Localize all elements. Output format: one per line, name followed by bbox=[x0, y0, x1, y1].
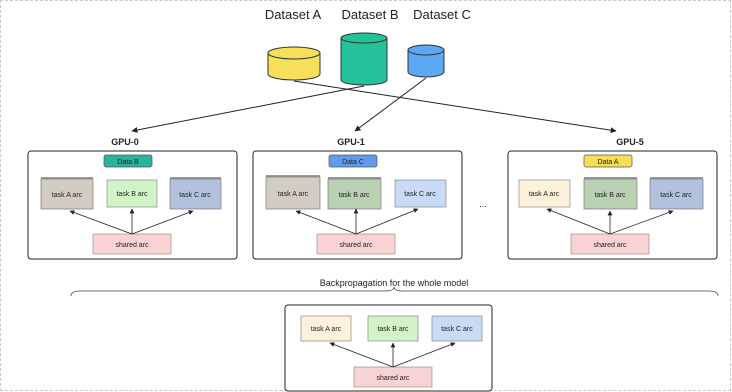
more-gpus-ellipsis: ... bbox=[479, 199, 487, 209]
gpu5-title: GPU-5 bbox=[616, 137, 644, 147]
gpu1-shared-label: shared arc bbox=[339, 242, 373, 249]
gpu5-task-a-box bbox=[518, 179, 571, 208]
gpu1-task-a-label: task A arc bbox=[278, 191, 309, 198]
whole-shared-label: shared arc bbox=[376, 375, 410, 382]
gpu5-data-label: Data A bbox=[597, 159, 618, 166]
dataset-c-cylinder-icon bbox=[407, 44, 445, 78]
dataset-b-cylinder-icon bbox=[340, 32, 388, 86]
whole-task-a-label: task A arc bbox=[311, 326, 342, 333]
gpu5-task-a-label: task A arc bbox=[529, 191, 560, 198]
gpu1-data-label: Data C bbox=[342, 159, 364, 166]
dataset-a-label: Dataset A bbox=[265, 7, 322, 22]
whole-task-a-box bbox=[300, 315, 352, 342]
gpu1-task-a-box bbox=[265, 176, 321, 210]
gpu1-panel: Data C task A arc task B arc task C arc … bbox=[252, 150, 463, 260]
gpu5-shared-label: shared arc bbox=[593, 242, 627, 249]
dataset-c-to-gpu1-arrow bbox=[354, 77, 427, 132]
whole-model-panel: task A arc task B arc task C arc shared … bbox=[284, 304, 493, 392]
dataset-b-to-gpu0-arrow bbox=[131, 85, 365, 133]
gpu0-task-b-box bbox=[106, 179, 158, 208]
gpu0-shared-label: shared arc bbox=[115, 242, 149, 249]
gpu0-panel: Data B task A arc task B arc task C arc … bbox=[27, 150, 238, 260]
whole-task-c-box bbox=[431, 315, 483, 342]
gpu5-task-c-label: task C arc bbox=[660, 192, 692, 199]
backprop-brace bbox=[70, 286, 719, 297]
gpu1-task-b-box bbox=[327, 178, 382, 210]
dataset-a-to-gpu5-arrow bbox=[293, 80, 617, 134]
backprop-label: Backpropagation for the whole model bbox=[320, 278, 469, 288]
dataset-b-label: Dataset B bbox=[341, 7, 398, 22]
gpu1-data-badge bbox=[328, 154, 378, 168]
dataset-a-cylinder-icon bbox=[267, 46, 321, 81]
gpu5-data-badge bbox=[583, 154, 633, 168]
gpu5-task-b-label: task B arc bbox=[594, 192, 626, 199]
gpu0-task-a-label: task A arc bbox=[52, 192, 83, 199]
gpu0-task-c-box bbox=[169, 178, 222, 210]
gpu0-data-label: Data B bbox=[117, 159, 139, 166]
gpu5-task-b-box bbox=[583, 178, 638, 210]
dataset-c-label: Dataset C bbox=[413, 7, 471, 22]
gpu0-title: GPU-0 bbox=[111, 137, 139, 147]
whole-task-c-label: task C arc bbox=[441, 326, 473, 333]
gpu0-task-a-box bbox=[40, 178, 94, 210]
whole-task-b-label: task B arc bbox=[377, 326, 409, 333]
gpu1-title: GPU-1 bbox=[337, 137, 365, 147]
gpu5-panel: Data A task A arc task B arc task C arc … bbox=[507, 150, 718, 260]
gpu1-task-c-label: task C arc bbox=[404, 191, 436, 198]
gpu1-task-c-box bbox=[394, 179, 447, 208]
whole-task-b-box bbox=[367, 315, 419, 342]
gpu0-task-c-label: task C arc bbox=[179, 192, 211, 199]
gpu0-data-badge bbox=[103, 154, 153, 168]
gpu1-task-b-label: task B arc bbox=[338, 192, 370, 199]
gpu5-task-c-box bbox=[649, 178, 704, 210]
gpu0-task-b-label: task B arc bbox=[116, 191, 148, 198]
